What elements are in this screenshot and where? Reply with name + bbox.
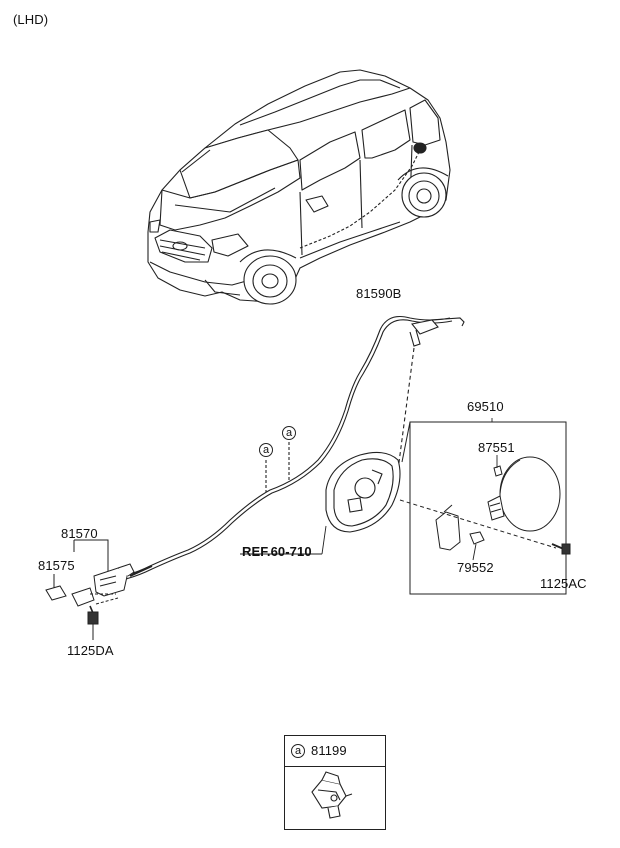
legend-header: a 81199 <box>285 736 385 767</box>
callout-79552: 79552 <box>457 560 494 575</box>
fuel-door-box <box>399 421 567 595</box>
clip-icon <box>311 771 353 819</box>
callout-69510: 69510 <box>467 399 504 414</box>
legend-part-number: 81199 <box>311 743 347 758</box>
filler-housing <box>325 451 401 533</box>
variant-label: (LHD) <box>13 12 49 27</box>
callout-ref-60-710: REF.60-710 <box>242 544 312 559</box>
callout-87551: 87551 <box>478 440 515 455</box>
vehicle-icon <box>147 69 451 305</box>
leader-lines <box>240 418 567 572</box>
release-cable <box>104 315 465 584</box>
legend-marker: a <box>291 744 305 758</box>
latch-assembly <box>45 539 135 640</box>
callout-1125AC: 1125AC <box>540 576 587 591</box>
callout-81575: 81575 <box>38 558 75 573</box>
marker-a-1: a <box>259 443 273 457</box>
marker-a-2: a <box>282 426 296 440</box>
callout-81570: 81570 <box>61 526 98 541</box>
callout-1125DA: 1125DA <box>67 643 114 658</box>
callout-81590B: 81590B <box>356 286 402 301</box>
legend-box: a 81199 <box>284 735 386 830</box>
door-screw <box>551 543 571 555</box>
